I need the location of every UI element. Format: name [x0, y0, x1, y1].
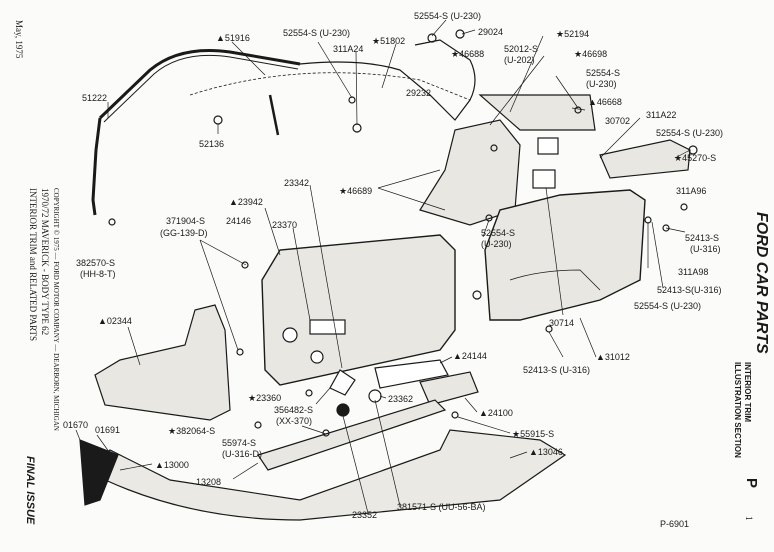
callout-52554s-u230: 52554-S (U-230)	[283, 28, 351, 38]
callout-23942: ▲23942	[229, 197, 263, 207]
callout-31012: ▲31012	[596, 352, 630, 362]
callout-371904s: 371904-S	[166, 216, 206, 226]
window-crank-boss	[282, 327, 298, 343]
callout-13046: ▲13046	[529, 447, 563, 457]
callout-u316-r: (U-316)	[690, 244, 721, 254]
callout-52136: 52136	[199, 139, 225, 149]
kick-panel	[79, 439, 119, 506]
caption-model: 1970/72 MAVERICK - BODY TYPE 62	[40, 188, 50, 336]
center-pillar-trim	[268, 94, 280, 136]
roof-rail-trim	[98, 48, 301, 120]
callout-01670: 01670	[63, 420, 89, 430]
illustration-number: P-6901	[660, 519, 690, 529]
callout-52554s-r1: 52554-S	[586, 68, 621, 78]
callout-13208: 13208	[196, 477, 222, 487]
windshield-pillar-strip	[91, 117, 102, 216]
callout-23360: ★23360	[248, 393, 282, 403]
armrest-pad	[419, 371, 479, 406]
cowl-side-trim	[94, 304, 231, 421]
callout-52554s-u230-b: 52554-S (U-230)	[634, 301, 702, 311]
callout-52413s-r: 52413-S	[685, 233, 720, 243]
issue-date: May, 1975	[14, 20, 24, 59]
brand-title: FORD CAR PARTS	[753, 212, 770, 354]
final-issue: FINAL ISSUE	[24, 456, 36, 525]
callout-45270s: ★45270-S	[674, 153, 717, 163]
callout-52413s-u316-b: 52413-S (U-316)	[523, 365, 591, 375]
callout-24100: ▲24100	[479, 408, 513, 418]
callout-23352: 23352	[352, 510, 378, 520]
callout-u230-r1: (U-230)	[586, 79, 617, 89]
callout-hh8t: (HH-8-T)	[80, 269, 116, 279]
callout-30702: 30702	[605, 116, 631, 126]
callout-51802: ★51802	[372, 36, 406, 46]
callout-55974s: 55974-S	[222, 438, 257, 448]
callout-382570s: 382570-S	[76, 258, 116, 268]
callout-46688: ★46688	[451, 49, 485, 59]
quarter-upper-finish	[599, 139, 691, 179]
callout-52554s-u230-top: 52554-S (U-230)	[414, 11, 482, 21]
callout-46689: ★46689	[339, 186, 373, 196]
callout-52554s-u230-r2: 52554-S (U-230)	[656, 128, 724, 138]
callout-29024: 29024	[478, 27, 504, 37]
callout-u230-mid: (U-230)	[481, 239, 512, 249]
callout-23370: 23370	[272, 220, 298, 230]
ash-tray	[532, 169, 556, 189]
quarter-inner-panel	[419, 119, 521, 226]
package-tray	[478, 94, 596, 131]
callout-gg139d: (GG-139-D)	[160, 228, 208, 238]
callout-52554s-mid: 52554-S	[481, 228, 516, 238]
callout-311a24: 311A24	[333, 44, 364, 54]
callout-52194: ★52194	[556, 29, 590, 39]
window-regulator-handle	[329, 369, 356, 396]
callout-356482s: 356482-S	[274, 405, 314, 415]
callout-46698: ★46698	[574, 49, 608, 59]
callout-xx370: (XX-370)	[276, 416, 313, 426]
callout-u202: (U-202)	[504, 55, 535, 65]
callout-51222: 51222	[82, 93, 108, 103]
callout-23362: 23362	[388, 394, 414, 404]
quarter-upper-trim	[299, 39, 476, 121]
callout-55915s: ★55915-S	[512, 429, 555, 439]
callout-02344: ▲02344	[98, 316, 132, 326]
callout-311a22: 311A22	[646, 110, 677, 120]
callout-u316d: (U-316-D)	[222, 449, 263, 459]
callout-52012s: 52012-S	[504, 44, 539, 54]
floor-carpet	[83, 429, 567, 521]
callout-382064s: ★382064-S	[168, 426, 216, 436]
door-scuff-plate	[257, 399, 447, 471]
callout-24146: 24146	[226, 216, 252, 226]
page-number: 1	[744, 516, 754, 521]
callout-46668: ▲46668	[588, 97, 622, 107]
headliner-outline	[189, 72, 471, 101]
callout-381571s: 381571-S (UU-56-BA)	[397, 502, 486, 512]
section-letter: P	[743, 478, 760, 489]
caption-title: INTERIOR TRIM and RELATED PARTS	[28, 188, 38, 341]
callout-23342: 23342	[284, 178, 310, 188]
door-handle-cup	[309, 319, 346, 335]
callout-52413s-u316: 52413-S(U-316)	[657, 285, 722, 295]
callout-01691: 01691	[95, 425, 121, 435]
door-trim-panel	[261, 234, 456, 386]
callout-311a98: 311A98	[678, 267, 709, 277]
callout-13000: ▲13000	[155, 460, 189, 470]
section-line-1: INTERIOR TRIM	[743, 362, 752, 422]
callout-29232: 29232	[406, 88, 432, 98]
copyright-notice: COPYRIGHT © 1975 — FORD MOTOR COMPANY — …	[52, 188, 60, 431]
quarter-trim-panel	[484, 189, 646, 321]
callout-30714: 30714	[549, 318, 575, 328]
door-armrest	[374, 359, 449, 389]
callout-51916: ▲51916	[216, 33, 250, 43]
callout-24144: ▲24144	[453, 351, 487, 361]
section-line-2: ILLUSTRATION SECTION	[733, 362, 742, 458]
callout-311a96: 311A96	[676, 186, 707, 196]
